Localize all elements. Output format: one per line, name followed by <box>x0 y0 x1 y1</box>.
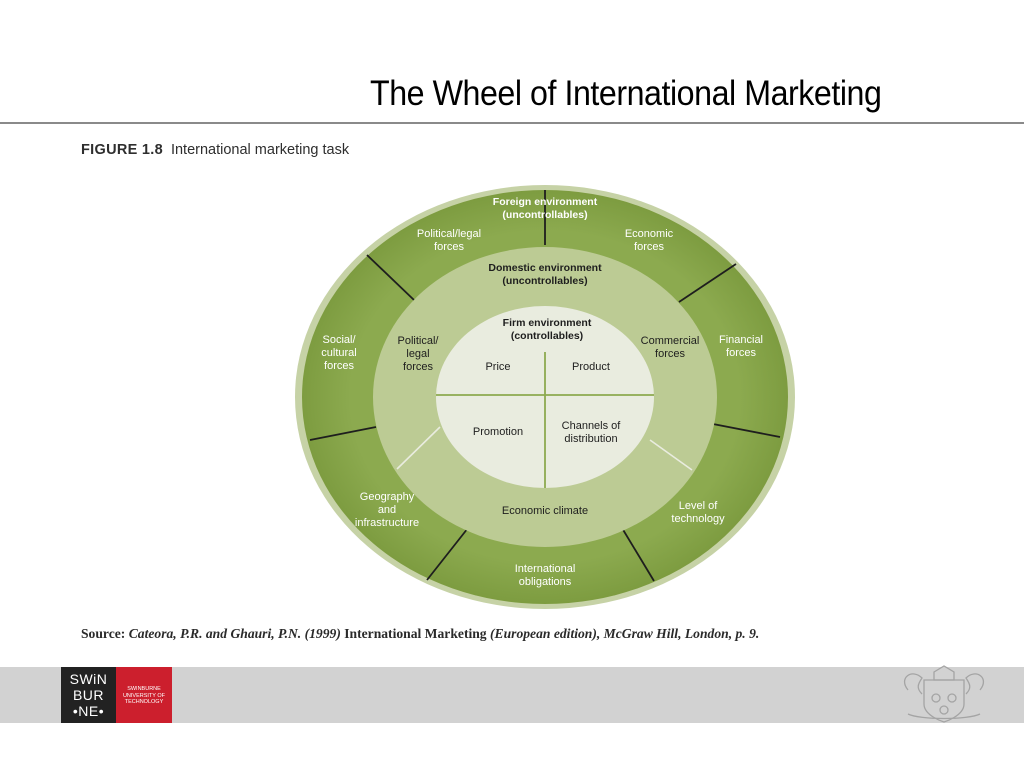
logo-line-3: •NE• <box>72 703 105 719</box>
slide-title: The Wheel of International Marketing <box>370 74 882 113</box>
logo-sub-line-2: UNIVERSITY OF <box>122 692 166 699</box>
foreign-sector-dividers <box>309 190 781 582</box>
logo-sub-line-3: TECHNOLOGY <box>124 699 164 705</box>
logo-line-2: BUR <box>72 687 105 703</box>
source-details: (European edition), McGraw Hill, London,… <box>490 626 760 641</box>
source-label: Source: <box>81 626 126 641</box>
figure-label: FIGURE 1.8 International marketing task <box>81 142 349 158</box>
university-crest-icon <box>903 665 985 723</box>
source-authors: Cateora, P.R. and Ghauri, P.N. (1999) <box>128 626 341 641</box>
figure-caption: International marketing task <box>170 142 350 158</box>
domestic-economic-climate-label: Economic climate <box>502 505 588 517</box>
title-divider <box>0 122 1024 124</box>
domestic-sector-dividers <box>396 426 693 471</box>
firm-product-label: Product <box>572 361 610 373</box>
figure-number: FIGURE 1.8 <box>81 142 163 158</box>
domestic-environment-heading: Domestic environment(uncontrollables) <box>488 262 602 287</box>
source-book: International Marketing <box>344 626 487 641</box>
foreign-environment-heading: Foreign environment(uncontrollables) <box>493 196 598 221</box>
firm-quadrant-dividers <box>436 352 654 488</box>
firm-price-label: Price <box>485 361 510 373</box>
firm-environment-heading: Firm environment(controllables) <box>503 317 592 342</box>
logo-line-1: SWiN <box>69 671 108 687</box>
university-logo: SWiN BUR •NE• <box>61 667 116 723</box>
firm-promotion-label: Promotion <box>473 426 523 438</box>
source-citation: Source: Cateora, P.R. and Ghauri, P.N. (… <box>81 626 759 642</box>
logo-sub-line-1: SWINBURNE <box>127 686 161 692</box>
university-name-badge: SWINBURNE UNIVERSITY OF TECHNOLOGY <box>116 667 172 723</box>
